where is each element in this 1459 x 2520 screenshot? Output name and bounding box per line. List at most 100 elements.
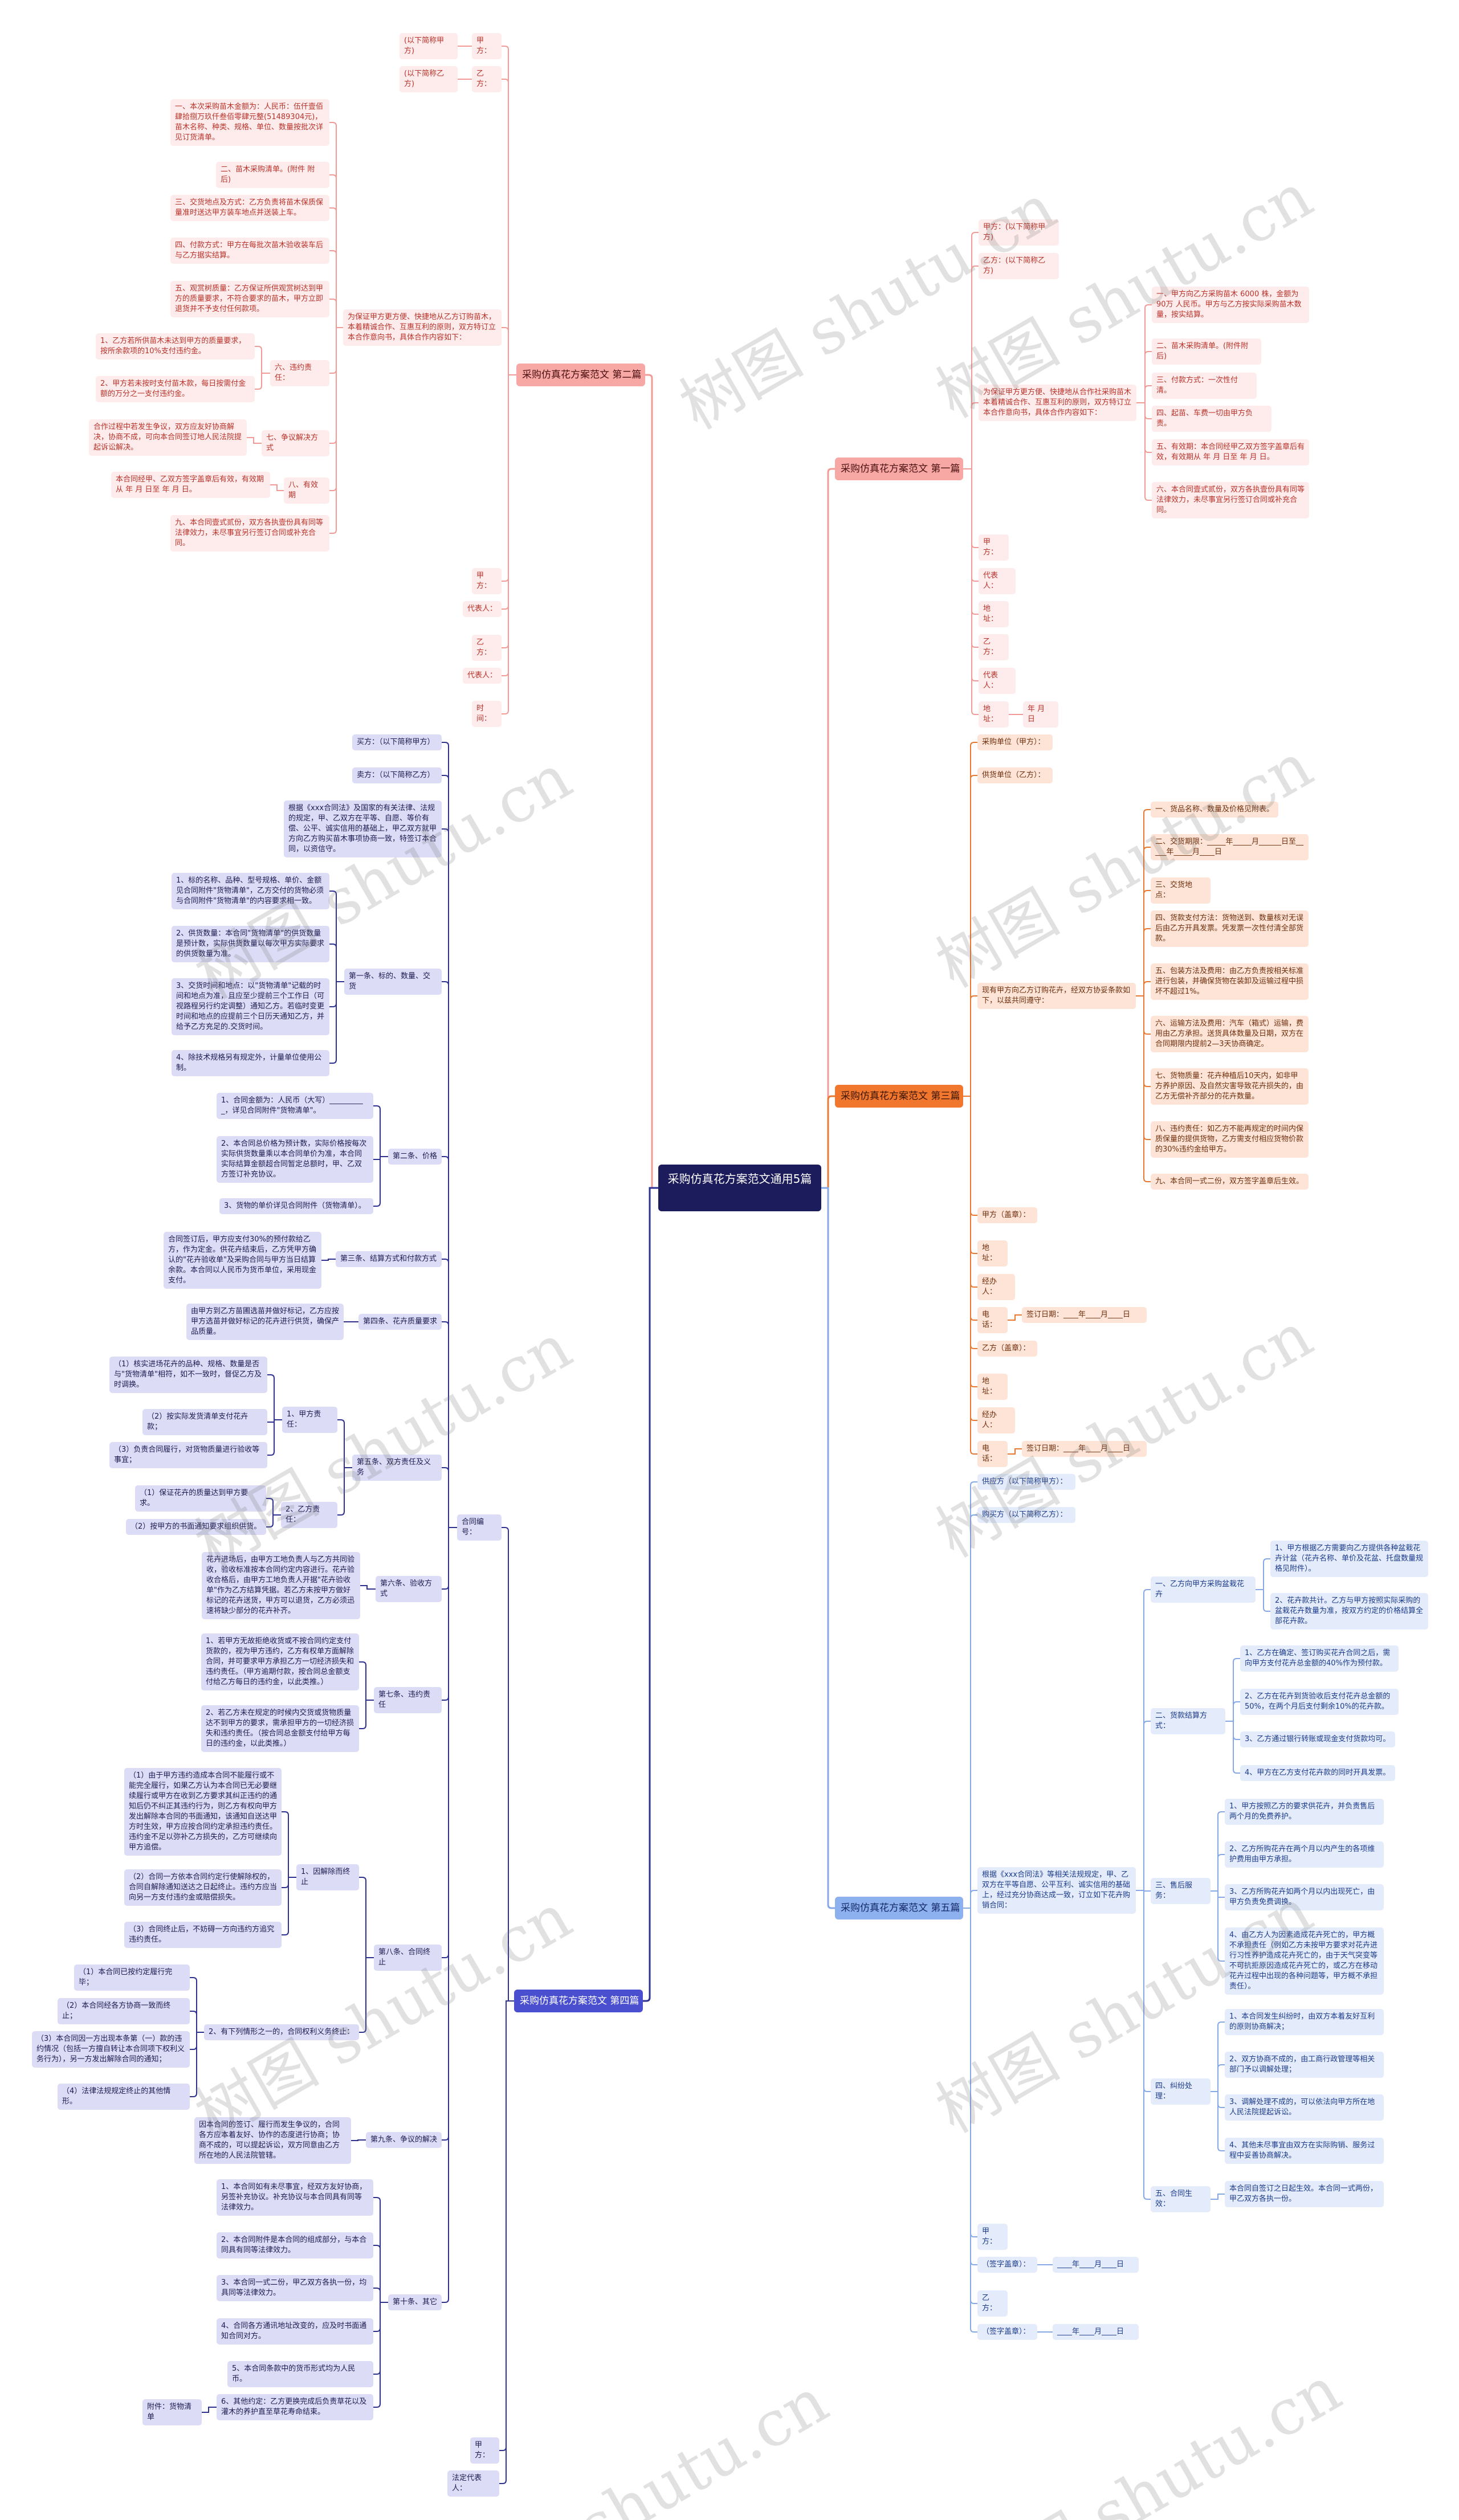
sub-clause-node[interactable]: 3、货物的单价详见合同附件（货物清单）。 [219, 1198, 373, 1214]
sub-clause-node[interactable]: 花卉进场后，由甲方工地负责人与乙方共同验收，验收标准按本合同约定内容进行。花卉验… [202, 1552, 360, 1619]
signature-field[interactable]: 地址： [979, 701, 1009, 728]
clause-node[interactable]: 五、合同生效： [1151, 2186, 1211, 2212]
clause-node[interactable]: 七、争议解决方式 [262, 430, 329, 456]
sub-clause-node[interactable]: 2、本合同总价格为预计数，实际价格按每次实际供货数量乘以本合同单价为准，本合同实… [217, 1136, 373, 1183]
sub-clause-node[interactable]: 1、本合同发生纠纷时，由双方本着友好互利的原则协商解决； [1225, 2009, 1384, 2035]
item-node[interactable]: （2）按甲方的书面通知要求组织供货。 [126, 1519, 266, 1535]
sub-clause-node[interactable]: 2、供货数量：本合同"货物清单"的供货数量是预计数，实际供货数量以每次甲方实际要… [172, 926, 329, 962]
clause-node[interactable]: 一、本次采购苗木金额为：人民币：伍仟壹佰肆拾捌万玖仟叁佰零肆元整(5148930… [170, 99, 329, 146]
sub-clause-node[interactable]: 1、甲方责任： [282, 1407, 337, 1433]
item-node[interactable]: （3）本合同因一方出现本条第（一）款的违约情况（包括一方擅自转让本合同项下权利义… [32, 2031, 190, 2068]
supplier-label[interactable]: 供应方（以下简称甲方）： [977, 1474, 1075, 1490]
article-node[interactable]: 第一条、标的、数量、交货 [344, 969, 442, 995]
supplier-label[interactable]: 供货单位（乙方）： [977, 767, 1053, 783]
sub-clause-node[interactable]: 2、乙方在花卉到货验收后支付花卉总金额的50%，在两个月后支付剩余10%的花卉款… [1240, 1689, 1399, 1715]
root-topic[interactable]: 采购仿真花方案范文通用5篇 [658, 1165, 821, 1211]
sub-clause-node[interactable]: 3、交货时间和地点：以"货物清单"记载的时间和地点为准，且应至少提前三个工作日（… [172, 978, 329, 1035]
party-a-note[interactable]: (以下简称甲方) [400, 33, 458, 59]
item-node[interactable]: （3）合同终止后，不妨碍一方向违约方追究违约责任。 [124, 1922, 282, 1948]
clause-node[interactable]: 八、违约责任：如乙方不能再规定的时间内保质保量的提供货物，乙方需支付相应货物价款… [1151, 1121, 1309, 1158]
sub-clause-node[interactable]: 1、合同金额为：人民币（大写）__________，详见合同附件"货物清单"。 [217, 1093, 373, 1119]
sub-clause-node[interactable]: 4、其他未尽事宜由双方在实际购销、服务过程中妥善协商解决。 [1225, 2138, 1384, 2164]
section-1-title[interactable]: 采购仿真花方案范文 第一篇 [835, 458, 963, 480]
signature-field[interactable]: 电话： [977, 1441, 1008, 1467]
sub-clause-node[interactable]: 4、由乙方人为因素造成花卉死亡的，甲方概不承担责任（例如乙方未按甲方要求对花卉进… [1225, 1927, 1384, 1995]
sub-clause-node[interactable]: 合作过程中若发生争议，双方应友好协商解决，协商不成，可向本合同签订地人民法院提起… [89, 419, 247, 456]
sub-clause-node[interactable]: 1、若甲方无故拒绝收货或不按合同约定支付货款的，视为甲方违约，乙方有权单方面解除… [201, 1633, 359, 1690]
clause-node[interactable]: 四、起苗、车费一切由甲方负责。 [1152, 406, 1271, 432]
clause-node[interactable]: 二、货款结算方式： [1151, 1708, 1225, 1734]
sub-clause-node[interactable]: 2、乙方所购花卉在两个月以内产生的各项维护费用由甲方承担。 [1225, 1841, 1384, 1868]
sub-clause-node[interactable]: 6、其他约定：乙方更换完成后负责草花以及灌木的养护直至草花寿命结束。 [217, 2394, 373, 2420]
article-node[interactable]: 第七条、违约责任 [374, 1687, 442, 1713]
section-3-title[interactable]: 采购仿真花方案范文 第三篇 [835, 1085, 963, 1108]
article-node[interactable]: 第十条、其它 [388, 2294, 442, 2310]
party-b-label[interactable]: 乙方：(以下简称乙方) [979, 253, 1059, 279]
contract-number-node[interactable]: 合同编号： [457, 1514, 502, 1541]
item-node[interactable]: （2）按实际发货清单支付花卉款； [142, 1409, 267, 1435]
sub-clause-node[interactable]: 4、甲方在乙方支付花卉款的同时开具发票。 [1240, 1765, 1395, 1781]
party-b-label[interactable]: 乙方： [472, 66, 502, 92]
clause-node[interactable]: 四、纠纷处理： [1151, 2078, 1211, 2105]
section-5-title[interactable]: 采购仿真花方案范文 第五篇 [835, 1897, 963, 1919]
signature-field[interactable]: 代表人： [463, 601, 502, 617]
clause-node[interactable]: 五、包装方法及费用：由乙方负责按相关标准进行包装，并确保货物在装卸及运输过程中损… [1151, 963, 1309, 1000]
sub-clause-node[interactable]: 1、乙方在确定、签订购买花卉合同之后，需向甲方支付花卉总金额的40%作为预付款。 [1240, 1645, 1399, 1672]
signature-field[interactable]: 甲方： [979, 534, 1009, 561]
clause-node[interactable]: 五、观赏树质量：乙方保证所供观赏树达到甲方的质量要求，不符合要求的苗木，甲方立即… [170, 281, 329, 317]
clause-node[interactable]: 六、运输方法及费用：汽车（箱式）运输，费用由乙方承担。送货具体数量及日期，双方在… [1151, 1016, 1309, 1052]
sub-clause-node[interactable]: 2、有下列情形之一的，合同权利义务终止： [204, 2024, 359, 2040]
sub-clause-node[interactable]: 1、本合同如有未尽事宜，经双方友好协商，另签补充协议。补充协议与本合同具有同等法… [217, 2179, 373, 2216]
signature-field[interactable]: 乙方： [472, 635, 502, 661]
signature-field[interactable]: 乙方： [977, 2290, 1008, 2317]
signature-field[interactable]: 地址： [977, 1240, 1008, 1267]
clause-node[interactable]: 二、交货期限：_____年_____月______日至_____年_____月_… [1151, 834, 1309, 860]
article-node[interactable]: 第三条、结算方式和付款方式 [336, 1251, 442, 1267]
buyer-label[interactable]: 购买方（以下简称乙方）： [977, 1507, 1075, 1523]
signature-field[interactable]: 地址： [979, 601, 1009, 627]
clause-node[interactable]: 三、交货地点及方式：乙方负责将苗木保质保量准时送达甲方装车地点并送装上车。 [170, 195, 329, 221]
signature-field[interactable]: 代表人： [979, 568, 1016, 594]
signature-field[interactable]: 电话： [977, 1307, 1008, 1333]
clause-node[interactable]: 一、乙方向甲方采购盆栽花卉 [1151, 1576, 1256, 1603]
buyer-label[interactable]: 买方：（以下简称甲方） [352, 734, 442, 750]
sub-clause-node[interactable]: 2、本合同附件是本合同的组成部分，与本合同具有同等法律效力。 [217, 2232, 373, 2258]
clause-node[interactable]: 四、货款支付方法：货物送到、数量核对无误后由乙方开具发票。凭发票一次性付清全部货… [1151, 910, 1309, 947]
item-node[interactable]: （2）本合同经各方协商一致而终止； [58, 1998, 190, 2024]
intro-node[interactable]: 为保证甲方更方便、快捷地从合作社采购苗木本着精诚合作、互惠互利的原则，双方特订立… [979, 385, 1136, 421]
clause-node[interactable]: 三、交货地点： [1151, 877, 1211, 904]
intro-node[interactable]: 为保证甲方更方便、快捷地从乙方订购苗木，本着精诚合作、互惠互利的原则，双方特订立… [343, 309, 502, 346]
clause-node[interactable]: 一、货品名称、数量及价格见附表。 [1151, 802, 1278, 818]
signature-field[interactable]: 代表人： [979, 668, 1016, 694]
article-node[interactable]: 第九条、争议的解决 [366, 2132, 442, 2148]
sub-clause-node[interactable]: 4、除技术规格另有规定外，计量单位使用公制。 [172, 1050, 329, 1076]
signature-field[interactable]: （签字盖章）： [977, 2324, 1037, 2340]
date-field[interactable]: 签订日期：____年____月____日 [1022, 1307, 1147, 1323]
signature-field[interactable]: 法定代表人： [447, 2470, 499, 2497]
item-node[interactable]: （1）核实进场花卉的品种、规格、数量是否与"货物清单"相符，如不一致时，督促乙方… [109, 1357, 267, 1393]
sub-clause-node[interactable]: 因本合同的签订、履行而发生争议的，合同各方应本着友好、协作的态度进行协商；协商不… [194, 2117, 351, 2164]
sub-clause-node[interactable]: 1、甲方按照乙方的要求供花卉，并负责售后两个月的免费养护。 [1225, 1799, 1384, 1825]
date-field[interactable]: ____年____月____日 [1053, 2324, 1139, 2340]
sub-clause-node[interactable]: 4、合同各方通讯地址改变的，应及时书面通知合同对方。 [217, 2318, 373, 2345]
party-a-label[interactable]: 甲方：(以下简称甲方) [979, 219, 1059, 246]
buyer-label[interactable]: 采购单位（甲方）： [977, 734, 1053, 750]
item-node[interactable]: （1）由于甲方违约造成本合同不能履行或不能完全履行，如果乙方认为本合同已无必要继… [124, 1768, 282, 1856]
clause-node[interactable]: 九、本合同壹式贰份，双方各执壹份具有同等法律效力，未尽事宜另行签订合同或补充合同… [170, 515, 329, 552]
signature-field[interactable]: 甲方： [977, 2224, 1008, 2250]
signature-field[interactable]: （签字盖章）： [977, 2257, 1037, 2273]
signature-field[interactable]: 经办人： [977, 1407, 1015, 1433]
sub-clause-node[interactable]: 3、乙方所购花卉如两个月以内出现死亡，由甲方负责免费调换。 [1225, 1884, 1384, 1910]
clause-node[interactable]: 六、违约责任： [270, 360, 329, 386]
signature-field[interactable]: 地址： [977, 1374, 1008, 1400]
date-field[interactable]: ____年____月____日 [1053, 2257, 1139, 2273]
clause-node[interactable]: 八、有效期 [284, 477, 329, 504]
item-node[interactable]: （1）本合同已按约定履行完毕； [74, 1964, 190, 1991]
party-a-label[interactable]: 甲方： [472, 33, 502, 59]
sub-clause-node[interactable]: 由甲方到乙方苗圃选苗并做好标记，乙方应按甲方选苗并做好标记的花卉进行供货，确保产… [186, 1304, 344, 1340]
clause-node[interactable]: 九、本合同一式二份，双方签字盖章后生效。 [1151, 1174, 1309, 1190]
clause-node[interactable]: 五、有效期：本合同经甲乙双方签字盖章后有效，有效期从 年 月 日至 年 月 日。 [1152, 439, 1309, 465]
article-node[interactable]: 第四条、花卉质量要求 [358, 1314, 442, 1330]
sub-clause-node[interactable]: 3、乙方通过银行转账或现金支付货款均可。 [1240, 1731, 1395, 1747]
sub-clause-node[interactable]: 合同签订后，甲方应支付30%的预付款给乙方，作为定金。供花卉结束后，乙方凭甲方确… [164, 1232, 321, 1289]
